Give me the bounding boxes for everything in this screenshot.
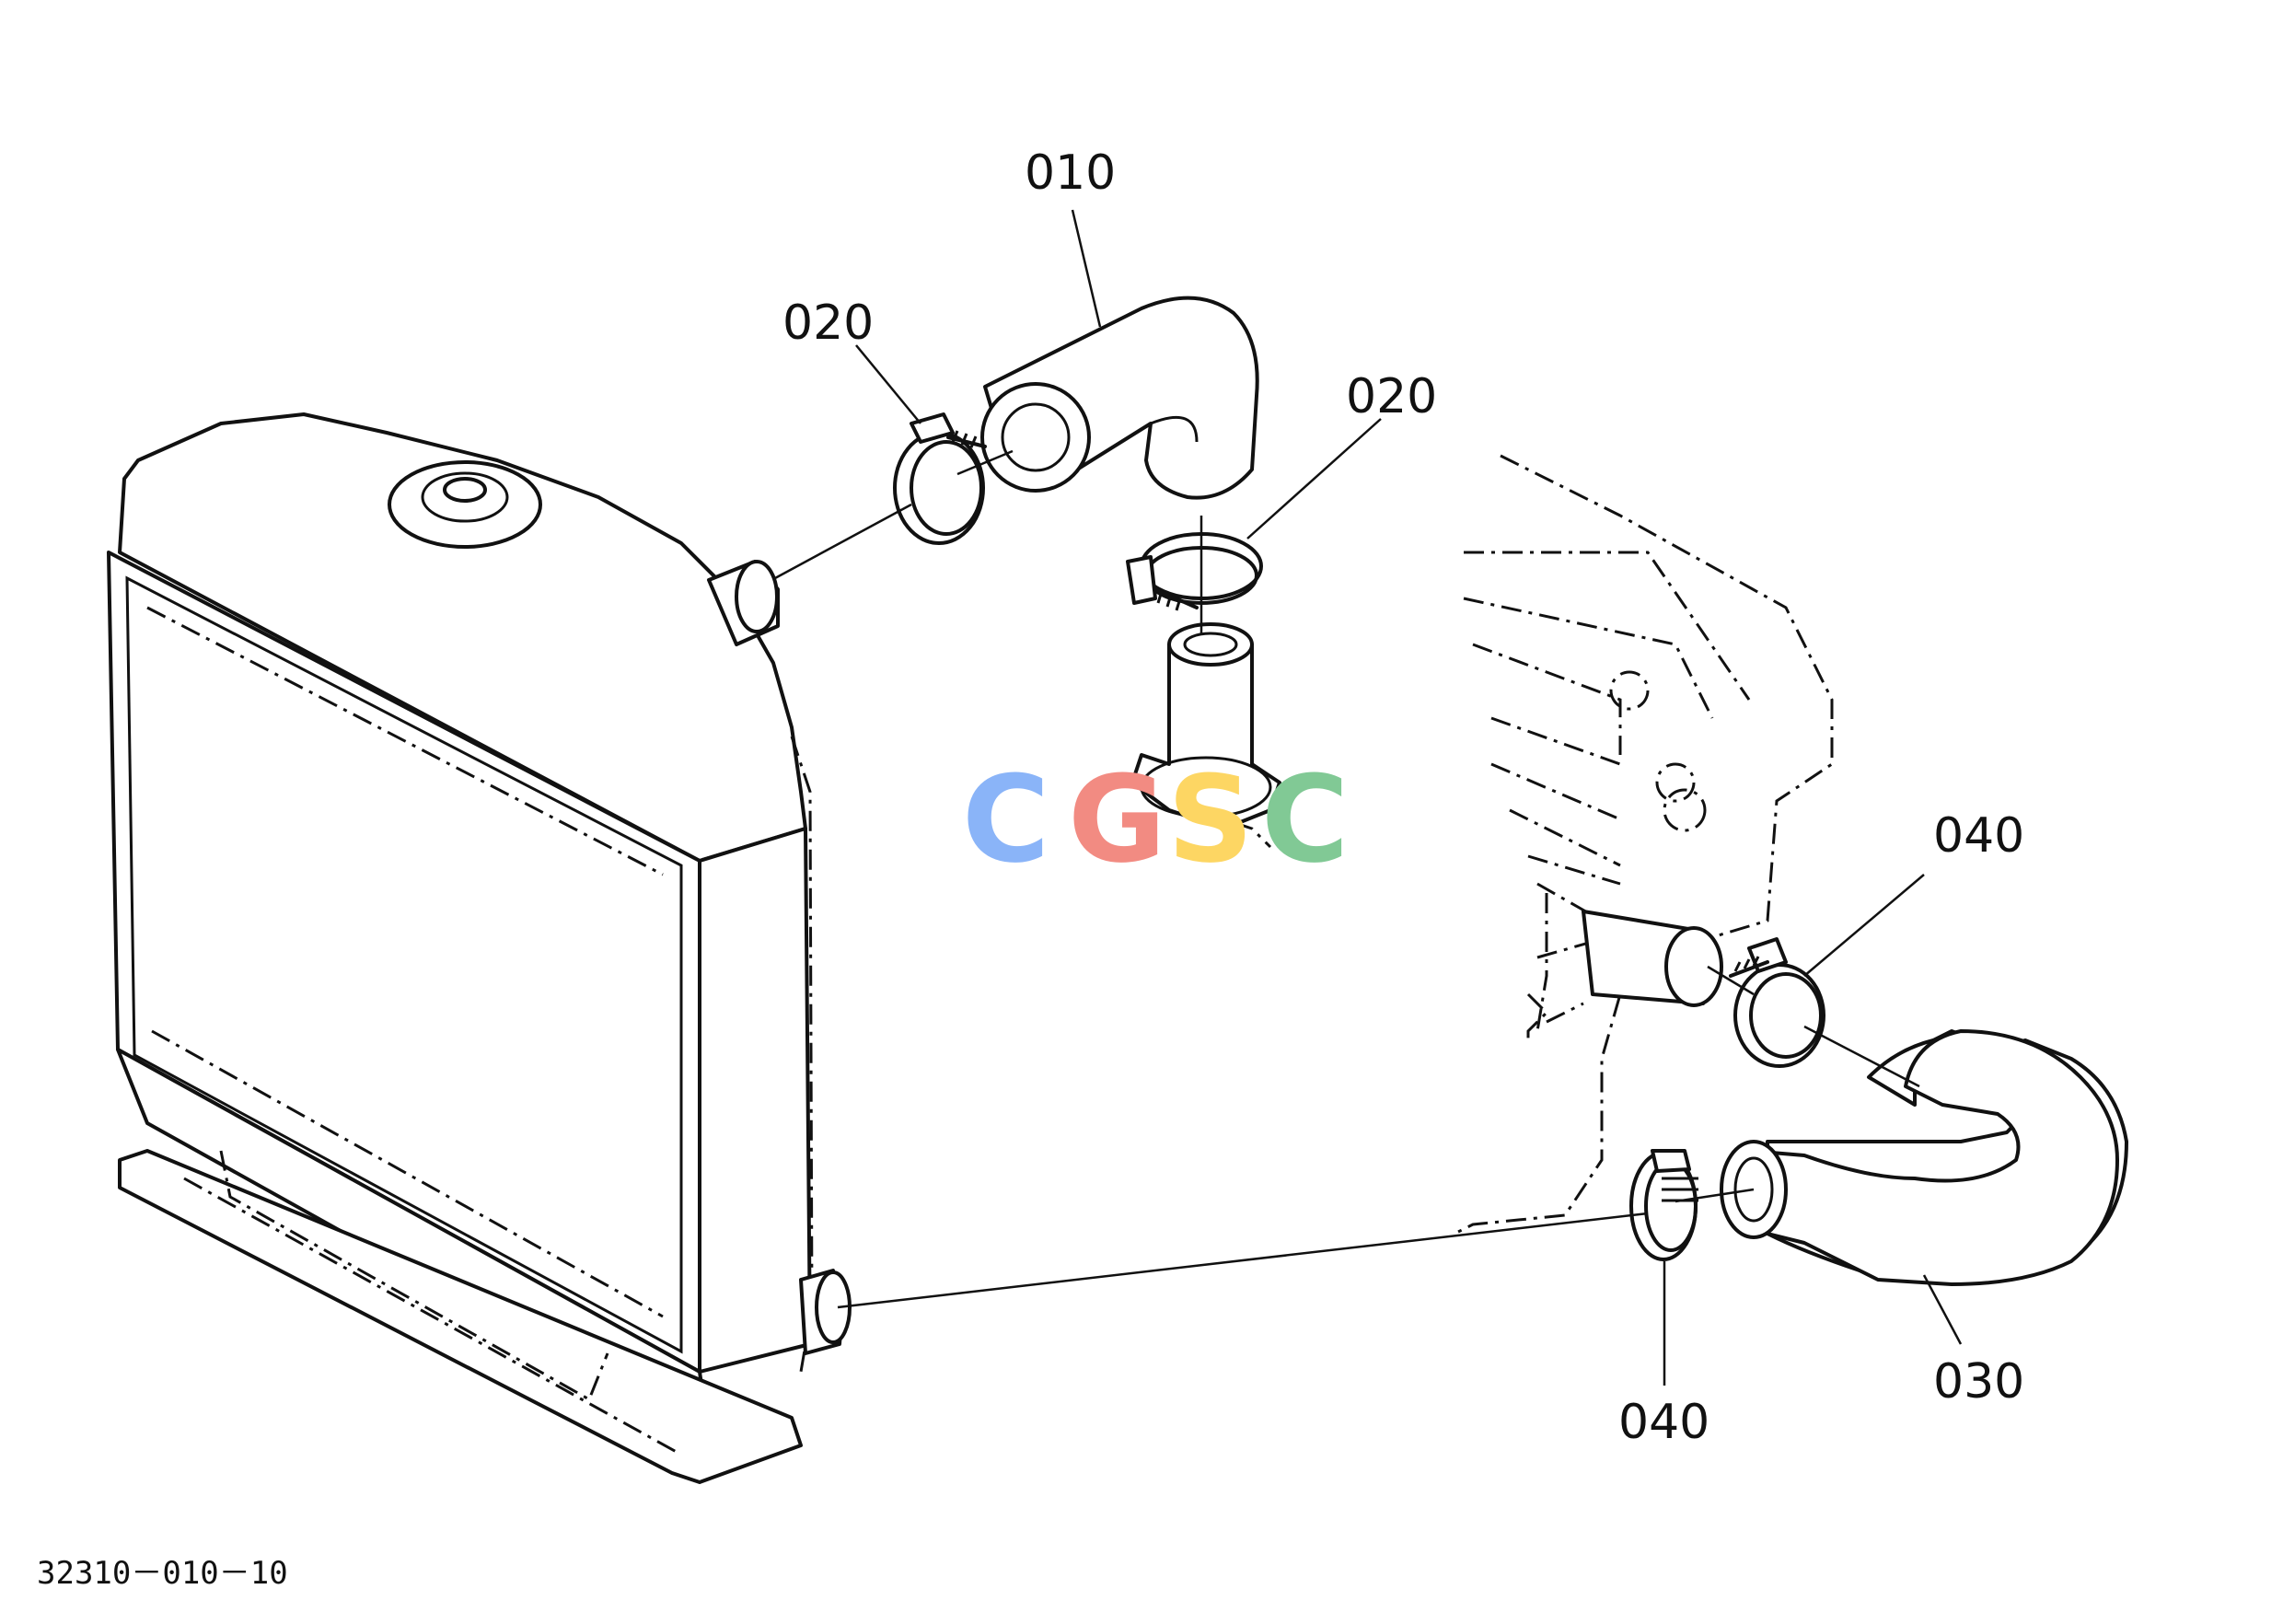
callout-leaders (855, 209, 1963, 1386)
callout-lower-hose: 030 (1933, 1354, 2024, 1409)
thermostat-housing (1130, 622, 1281, 849)
callout-upper-hose: 010 (1025, 145, 1116, 201)
radiator (107, 412, 852, 1484)
callout-clamp-upper-right: 020 (1346, 369, 1437, 424)
callout-clamp-lower-left: 040 (1618, 1395, 1709, 1450)
hose-clamp-upper-right (1126, 532, 1263, 611)
watermark-logo: C G S C (962, 749, 1349, 889)
lower-hose (1720, 1029, 2128, 1286)
upper-hose (980, 296, 1259, 500)
connection-lines (774, 449, 1920, 1309)
callout-clamp-upper-left: 020 (782, 296, 874, 351)
hose-clamp-upper-left (893, 412, 987, 545)
drawing-code: 32310－010－10 (37, 1555, 288, 1592)
hose-clamp-lower-right (1729, 937, 1825, 1068)
watermark-letter: S (1167, 749, 1254, 889)
hose-clamp-lower-left (1629, 1149, 1698, 1261)
callout-clamp-lower-right: 040 (1933, 808, 2024, 864)
engine-block-outline (1454, 454, 1834, 1235)
watermark-letter: C (1261, 749, 1349, 889)
watermark-letter: G (1068, 749, 1166, 889)
watermark-letter: C (962, 749, 1049, 889)
